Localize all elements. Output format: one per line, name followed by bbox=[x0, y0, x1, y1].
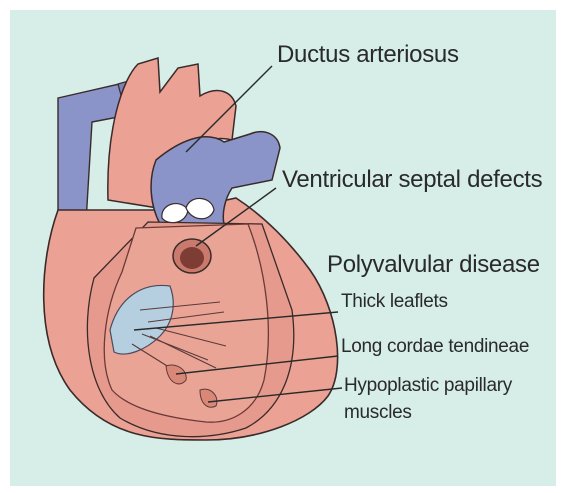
diagram-panel bbox=[10, 10, 556, 486]
label-long-cordae-tendineae: Long cordae tendineae bbox=[341, 337, 529, 356]
label-muscles: muscles bbox=[344, 403, 412, 422]
label-ductus-arteriosus: Ductus arteriosus bbox=[277, 43, 459, 67]
label-polyvalvular-disease: Polyvalvular disease bbox=[327, 253, 540, 277]
septal-defect-inner bbox=[180, 247, 204, 269]
label-hypoplastic-papillary: Hypoplastic papillary bbox=[344, 376, 512, 395]
label-thick-leaflets: Thick leaflets bbox=[341, 292, 448, 311]
label-ventricular-septal-defects: Ventricular septal defects bbox=[282, 168, 542, 192]
